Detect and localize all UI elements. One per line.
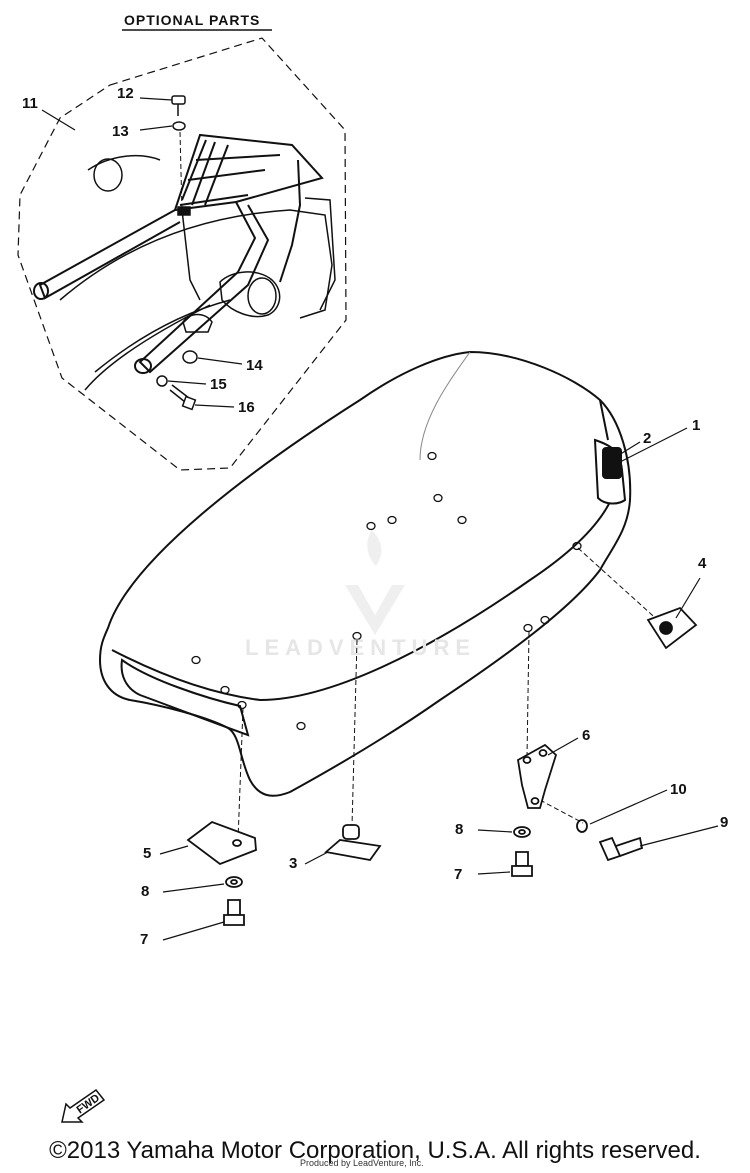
part-8-washer-right xyxy=(513,826,531,838)
part-3-plate xyxy=(323,824,382,861)
part-4-grommet xyxy=(646,606,698,650)
copyright-footer: ©2013 Yamaha Motor Corporation, U.S.A. A… xyxy=(49,1137,701,1164)
callout-5: 5 xyxy=(143,845,151,862)
callout-16: 16 xyxy=(238,399,255,416)
rear-body-background xyxy=(59,154,336,391)
callout-10: 10 xyxy=(670,781,687,798)
callout-7-left: 7 xyxy=(140,931,148,948)
produced-by-note: Produced by LeadVenture, Inc. xyxy=(300,1158,424,1168)
callout-1: 1 xyxy=(692,417,700,434)
callout-15: 15 xyxy=(210,376,227,393)
watermark-logo xyxy=(345,530,405,635)
callout-14: 14 xyxy=(246,357,263,374)
part-9-10 xyxy=(576,819,644,862)
bolt-12-nut-13 xyxy=(171,95,191,216)
part-7-bolt-right xyxy=(511,851,533,877)
part-6-bracket xyxy=(517,743,558,809)
watermark-text: LEADVENTURE xyxy=(245,635,476,660)
callout-7-right: 7 xyxy=(454,866,462,883)
fasteners-14-15-16 xyxy=(156,350,198,411)
callout-6: 6 xyxy=(582,727,590,744)
part-7-bolt-left xyxy=(223,899,245,926)
callout-8-right: 8 xyxy=(455,821,463,838)
seat xyxy=(98,350,632,797)
callout-12: 12 xyxy=(117,85,134,102)
part-8-washer-left xyxy=(225,876,243,888)
callout-2: 2 xyxy=(643,430,651,447)
assembly-lines xyxy=(237,547,663,841)
callout-9: 9 xyxy=(720,814,728,831)
optional-parts-boundary xyxy=(17,37,347,471)
optional-parts-heading: OPTIONAL PARTS xyxy=(124,12,260,28)
callout-13: 13 xyxy=(112,123,129,140)
callout-4: 4 xyxy=(698,555,707,572)
callout-11: 11 xyxy=(22,95,38,112)
fwd-arrow-icon: FWD xyxy=(61,1088,106,1123)
leader-lines xyxy=(41,97,719,941)
callout-8-left: 8 xyxy=(141,883,149,900)
part-5-plate xyxy=(186,820,257,866)
seat-holes xyxy=(191,451,582,731)
carrier-rack xyxy=(33,133,324,374)
callout-3: 3 xyxy=(289,855,297,872)
